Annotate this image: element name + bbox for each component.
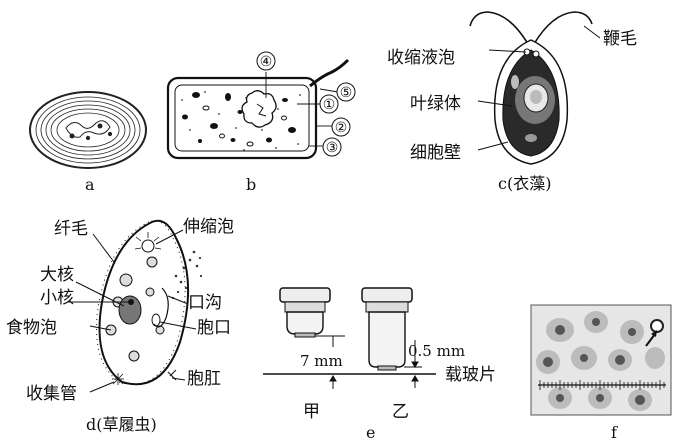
panel-a: a [29, 91, 147, 194]
micrograph-f [530, 304, 672, 416]
label-micronucleus: 小核 [40, 288, 74, 308]
caption-b: b [246, 175, 256, 194]
caption-d: d(草履虫) [86, 415, 157, 434]
label-collecting-canal: 收集管 [26, 384, 77, 404]
dimension-marks [315, 335, 422, 389]
number-labels-b: ④ ⑤ ① ② ③ [256, 51, 356, 157]
label-oral-groove: 口沟 [188, 293, 222, 313]
label-cytostome: 胞口 [197, 318, 231, 338]
caption-e: e [366, 423, 375, 440]
panel-f: f [530, 304, 672, 440]
paramecium-drawing [68, 219, 203, 393]
label-cell-wall: 细胞壁 [410, 143, 461, 163]
objective-yi [361, 287, 413, 371]
label-chloroplast: 叶绿体 [410, 94, 461, 114]
label-yi: 乙 [392, 402, 409, 422]
label-c-contractile-vacuole: 收缩液泡 [387, 48, 455, 68]
cell-b-drawing [166, 58, 350, 160]
caption-c: c(衣藻) [498, 174, 551, 193]
distance-0-5mm: 0.5 mm [408, 342, 465, 360]
label-flagellum: 鞭毛 [603, 29, 637, 49]
label-macronucleus: 大核 [40, 265, 74, 285]
panel-e: 7 mm 0.5 mm 载玻片 甲 乙 e [263, 287, 496, 440]
label-b-5: ⑤ [340, 85, 353, 101]
panel-c: 鞭毛 收缩液泡 叶绿体 细胞壁 c(衣藻) [387, 11, 637, 193]
caption-f: f [611, 423, 618, 440]
panel-d: 纤毛 伸缩泡 大核 小核 口沟 食物泡 胞口 收集管 胞肛 d(草履虫) [6, 217, 234, 434]
label-cytoproct: 胞肛 [187, 369, 221, 389]
label-food-vacuole: 食物泡 [6, 318, 57, 338]
chlamydomonas-drawing [469, 11, 601, 165]
label-d-contractile-vacuole: 伸缩泡 [183, 217, 234, 237]
label-jia: 甲 [303, 402, 320, 422]
label-b-3: ③ [326, 140, 339, 156]
panel-b: ④ ⑤ ① ② ③ b [166, 51, 356, 194]
label-cilia: 纤毛 [54, 219, 88, 239]
cell-a-drawing [29, 91, 147, 169]
caption-a: a [85, 175, 95, 194]
label-slide: 载玻片 [445, 365, 496, 385]
label-b-4: ④ [260, 54, 273, 70]
distance-7mm: 7 mm [300, 352, 343, 370]
label-b-1: ① [323, 97, 336, 113]
objective-jia [279, 287, 331, 338]
label-b-2: ② [335, 120, 348, 136]
